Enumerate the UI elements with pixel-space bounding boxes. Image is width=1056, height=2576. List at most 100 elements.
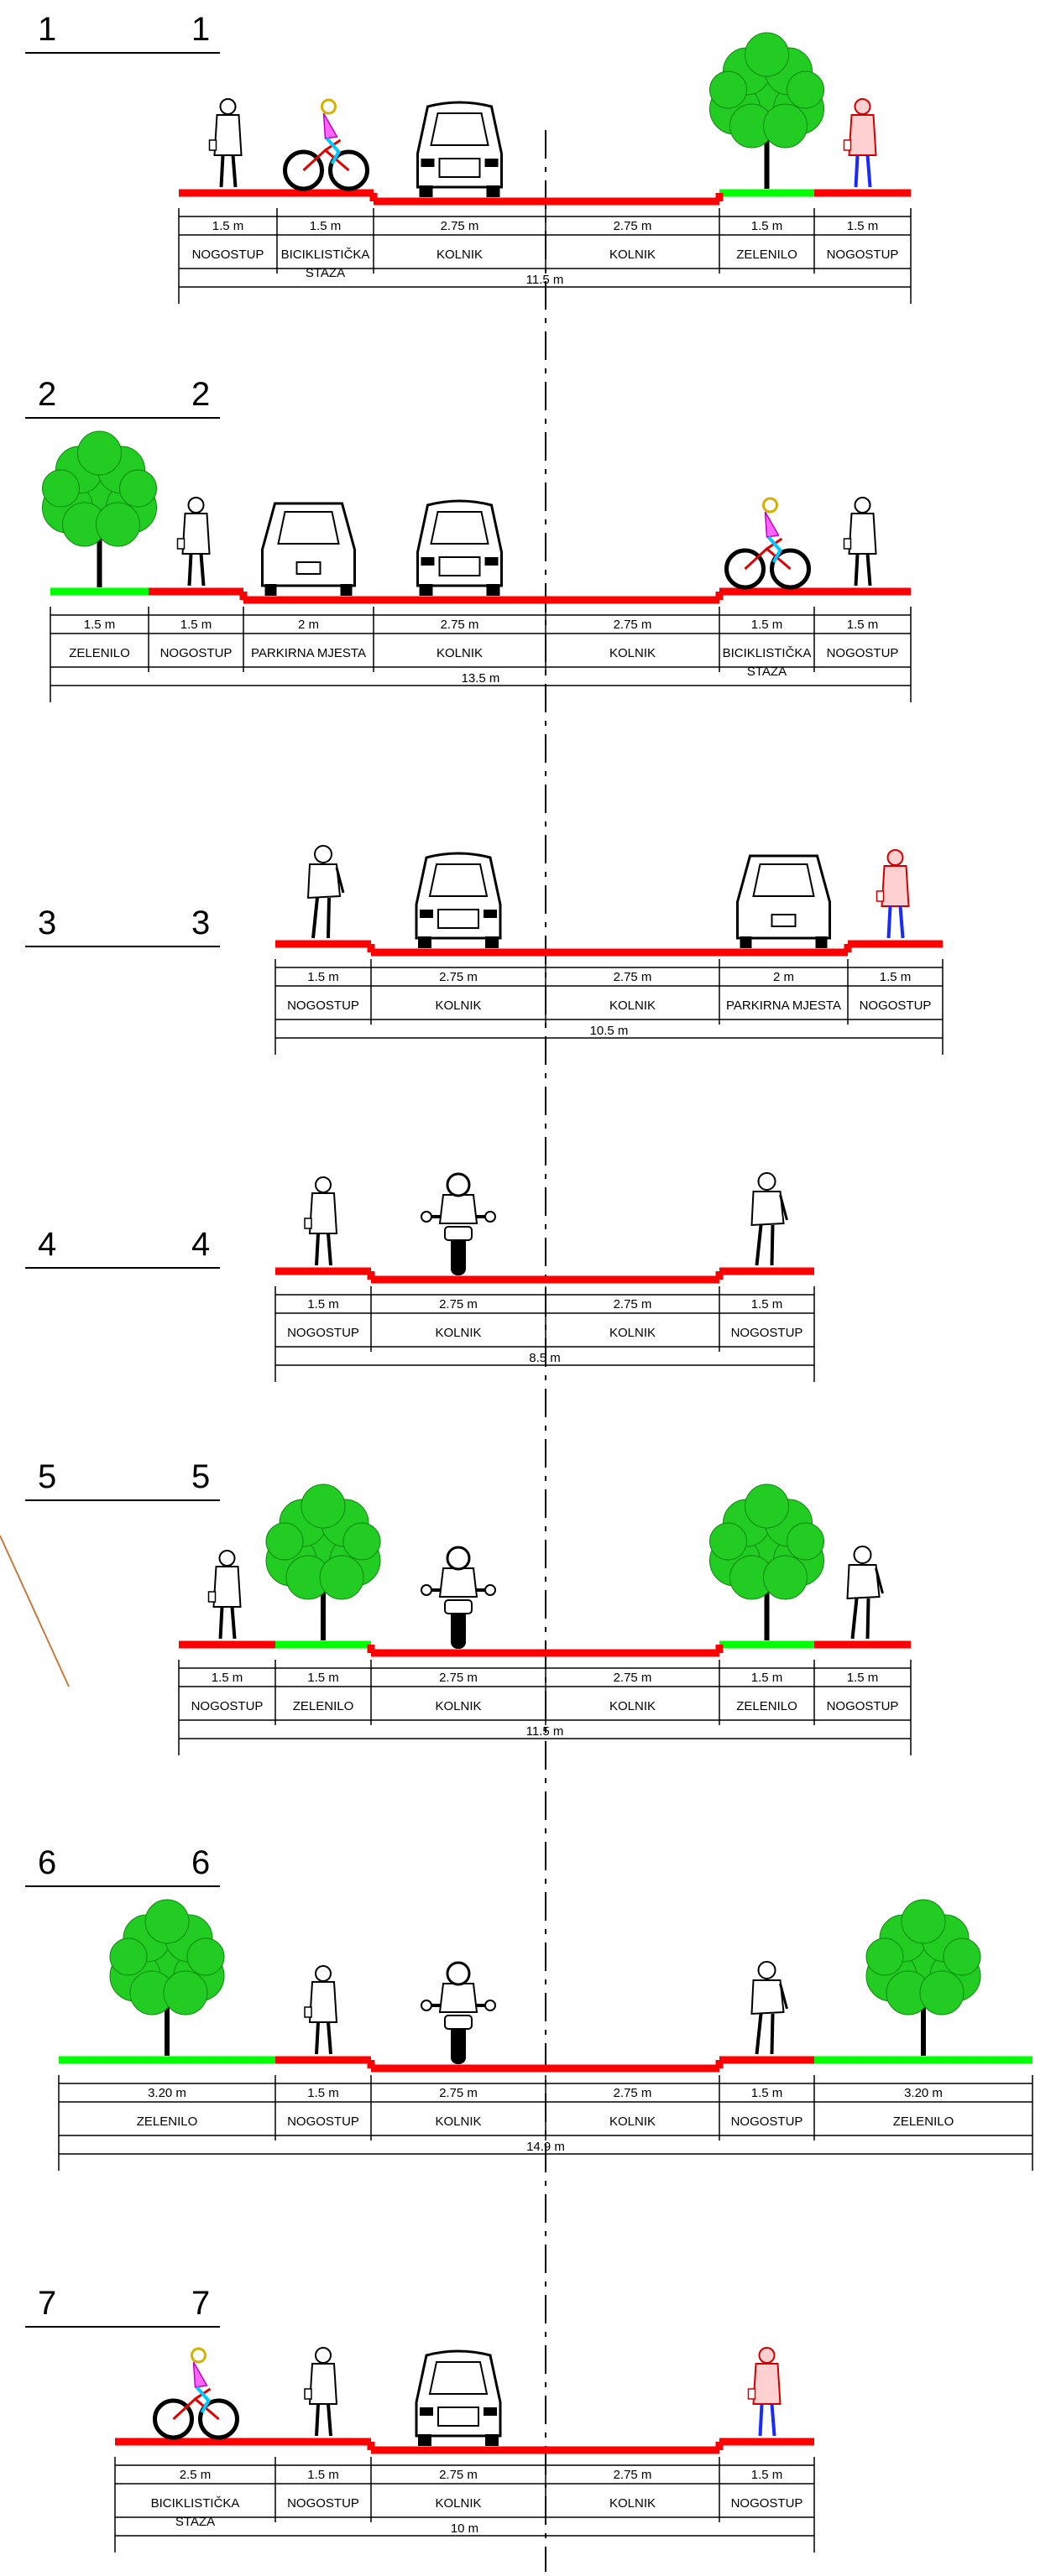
lane-width: 2.75 m — [614, 2468, 652, 2482]
lane-width: 1.5 m — [751, 1671, 783, 1685]
man-leg — [755, 2013, 763, 2055]
cyclist-body — [764, 511, 780, 538]
lane-name: ZELENILO — [293, 1699, 354, 1713]
lane-name: ZELENILO — [893, 2115, 954, 2129]
car-headlight — [421, 159, 435, 167]
man-jacket — [846, 1564, 881, 1600]
lane-width: 1.5 m — [751, 2086, 783, 2100]
tree-foliage — [342, 1522, 381, 1561]
lane-name: NOGOSTUP — [827, 248, 899, 262]
car-windshield — [428, 863, 489, 897]
car-rear-window — [277, 511, 340, 545]
pedestrian-bag — [843, 139, 852, 151]
cyclist-body — [322, 112, 338, 139]
tree-foliage — [709, 1522, 747, 1561]
lane-width: 2.75 m — [439, 1297, 478, 1311]
lane-width: 2.75 m — [439, 2086, 478, 2100]
lane-width: 1.5 m — [307, 1671, 339, 1685]
lane-width: 1.5 m — [212, 1671, 243, 1685]
lane-name: NOGOSTUP — [287, 2115, 359, 2129]
pedestrian-leg — [218, 1606, 224, 1640]
lane-width: 1.5 m — [307, 2086, 339, 2100]
car-rear-window — [752, 863, 815, 897]
lane-width: 3.20 m — [148, 2086, 186, 2100]
tree-foliage — [301, 1484, 346, 1529]
car-tyre — [485, 2434, 499, 2446]
car-windshield — [430, 511, 489, 545]
tree-foliage — [42, 469, 80, 508]
pedestrian-leg — [327, 2021, 332, 2055]
lane-width: 2.75 m — [614, 1297, 652, 1311]
cyclist-head — [191, 2347, 206, 2364]
man-head — [314, 845, 332, 863]
motorcycle-wheel — [451, 1607, 466, 1649]
tree-foliage — [319, 1555, 364, 1600]
lane-width: 2.75 m — [614, 1671, 652, 1685]
lane-width: 1.5 m — [307, 2468, 339, 2482]
motorcycle-wheel — [451, 1233, 466, 1275]
section-marker-right: 3 — [191, 905, 210, 941]
lane-name: BICIKLISTIČKA — [723, 646, 812, 660]
man-leg — [865, 1598, 870, 1640]
tree-trunk — [97, 537, 102, 587]
car-headlight — [420, 910, 433, 918]
section-marker-left: 5 — [38, 1458, 56, 1495]
pedestrian-leg — [327, 2403, 332, 2437]
pedestrian-leg — [315, 1233, 320, 1266]
car-grille — [438, 158, 481, 178]
lane-name: KOLNIK — [609, 1699, 656, 1713]
lane-name: NOGOSTUP — [860, 999, 932, 1013]
lane-width: 2.75 m — [441, 219, 479, 233]
car-tyre — [418, 2434, 431, 2446]
car-headlight — [484, 557, 499, 566]
pedestrian-head — [854, 98, 871, 115]
man-leg — [770, 2013, 775, 2055]
lane-name: KOLNIK — [609, 2496, 656, 2511]
car-grille — [437, 909, 479, 929]
section-marker-right: 2 — [191, 376, 210, 413]
lane-name: PARKIRNA MJESTA — [726, 999, 841, 1013]
lane-width: 2.75 m — [614, 219, 652, 233]
tree-foliage — [745, 1484, 789, 1529]
tree-foliage — [763, 1555, 808, 1600]
pedestrian-bag — [747, 2388, 756, 2400]
lane-width: 3.20 m — [904, 2086, 943, 2100]
pedestrian-bag — [207, 1591, 217, 1603]
man-head — [757, 1172, 776, 1191]
car-tyre — [418, 936, 431, 948]
pedestrian-head — [219, 98, 237, 115]
motorcycle-mirror — [484, 2000, 496, 2011]
man-leg — [755, 1224, 763, 1266]
lane-name: KOLNIK — [437, 646, 483, 660]
tree-foliage — [943, 1937, 981, 1976]
pedestrian-body — [213, 114, 243, 156]
tree-foliage — [77, 430, 122, 476]
motorcycle-mirror — [421, 1584, 432, 1596]
car-windshield — [428, 2361, 489, 2395]
cyclist-leg — [195, 2386, 211, 2413]
lane-width: 1.5 m — [751, 618, 783, 632]
lane-name: NOGOSTUP — [731, 2115, 803, 2129]
car-headlight — [420, 2407, 433, 2416]
car-tyre — [485, 936, 499, 948]
tree-foliage — [919, 1970, 965, 2015]
section-marker-right: 1 — [191, 11, 210, 48]
lane-name: KOLNIK — [435, 1699, 481, 1713]
total-width: 10 m — [451, 2521, 478, 2536]
lane-name: KOLNIK — [609, 646, 656, 660]
lane-name: NOGOSTUP — [192, 248, 264, 262]
tree-foliage — [865, 1937, 904, 1976]
pedestrian-leg — [758, 2403, 764, 2437]
tree-trunk — [764, 138, 770, 189]
lane-name: KOLNIK — [435, 2115, 481, 2129]
pedestrian-body — [181, 513, 211, 555]
pedestrian-bag — [208, 139, 217, 151]
man-leg — [327, 897, 331, 939]
lane-width: 1.5 m — [307, 970, 339, 984]
